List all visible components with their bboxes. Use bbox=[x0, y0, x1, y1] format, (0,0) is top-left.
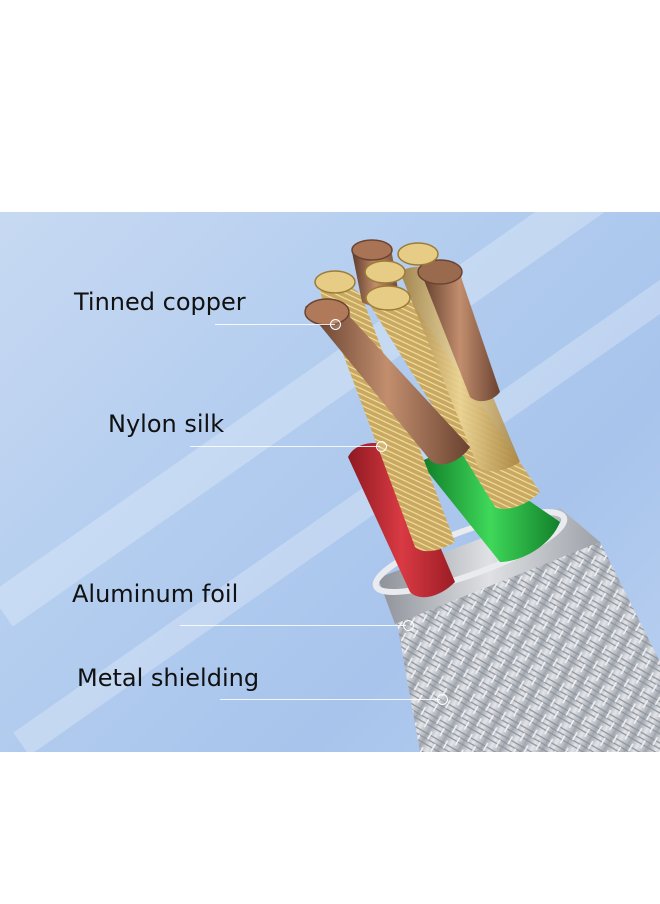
nylon-silk-label: Nylon silk bbox=[108, 410, 224, 438]
tinned-end bbox=[365, 261, 405, 283]
metal-shielding-callout-line bbox=[220, 699, 440, 700]
tinned-copper-marker bbox=[330, 319, 341, 330]
tinned-end bbox=[315, 271, 355, 293]
metal-shielding-label: Metal shielding bbox=[77, 664, 259, 692]
tinned-copper-callout-line bbox=[215, 324, 335, 325]
nylon-silk-marker bbox=[376, 441, 387, 452]
copper-end bbox=[352, 240, 392, 260]
tinned-copper-label: Tinned copper bbox=[74, 288, 246, 316]
aluminum-foil-callout-line bbox=[180, 625, 406, 626]
copper-end bbox=[305, 299, 349, 325]
tinned-end bbox=[366, 286, 410, 310]
image-panel: Tinned copper Nylon silk Aluminum foil M… bbox=[0, 212, 660, 752]
tinned-end bbox=[398, 243, 438, 265]
metal-shielding-marker bbox=[437, 694, 448, 705]
aluminum-foil-marker bbox=[403, 620, 414, 631]
aluminum-foil-label: Aluminum foil bbox=[72, 580, 238, 608]
nylon-silk-callout-line bbox=[190, 446, 380, 447]
